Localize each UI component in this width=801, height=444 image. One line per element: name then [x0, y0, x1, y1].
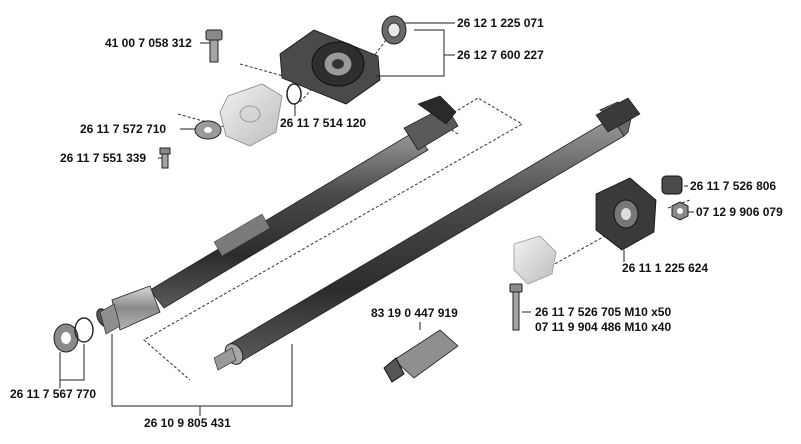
label-o-ring: 26 11 7 514 120 — [280, 116, 366, 130]
collar-nut-part — [53, 317, 94, 353]
label-bolt-m10-x40: 07 11 9 904 486 M10 x40 — [535, 320, 671, 334]
bearing-ring-part — [381, 15, 407, 45]
label-sleeve: 26 11 7 526 806 — [690, 179, 776, 193]
leader-lines — [59, 22, 694, 416]
grease-tube-part — [383, 329, 459, 383]
label-nut: 07 12 9 906 079 — [696, 205, 783, 219]
label-flex-disc: 26 11 1 225 624 — [622, 261, 708, 275]
flex-disc-part — [595, 177, 657, 251]
flange-washer-part — [194, 120, 222, 140]
flange-yoke-part — [219, 83, 302, 147]
nut-part — [671, 201, 689, 221]
rear-propeller-shaft — [213, 97, 641, 371]
label-grease-tube: 83 19 0 447 919 — [371, 306, 458, 320]
label-screw-small: 26 11 7 551 339 — [60, 151, 146, 165]
label-collar-nut: 26 11 7 567 770 — [10, 387, 96, 401]
label-bolt-m10-x50: 26 11 7 526 705 M10 x50 — [535, 305, 671, 319]
label-center-bearing: 26 12 7 600 227 — [457, 48, 544, 62]
front-propeller-shaft — [96, 95, 459, 335]
m10-bolt-part — [509, 283, 523, 331]
part-number-labels: 41 00 7 058 312 26 12 1 225 071 26 12 7 … — [10, 16, 783, 430]
label-bearing-ring: 26 12 1 225 071 — [457, 16, 544, 30]
label-flange-yoke: 26 11 7 572 710 — [80, 122, 166, 136]
sleeve-part — [661, 175, 683, 195]
label-propshaft-assembly: 26 10 9 805 431 — [144, 416, 231, 430]
label-bolt-top: 41 00 7 058 312 — [105, 36, 192, 50]
small-screw-part — [159, 147, 171, 169]
center-bearing-part — [279, 29, 381, 105]
bolt-top-part — [205, 29, 223, 63]
lower-yoke-part — [513, 235, 557, 285]
